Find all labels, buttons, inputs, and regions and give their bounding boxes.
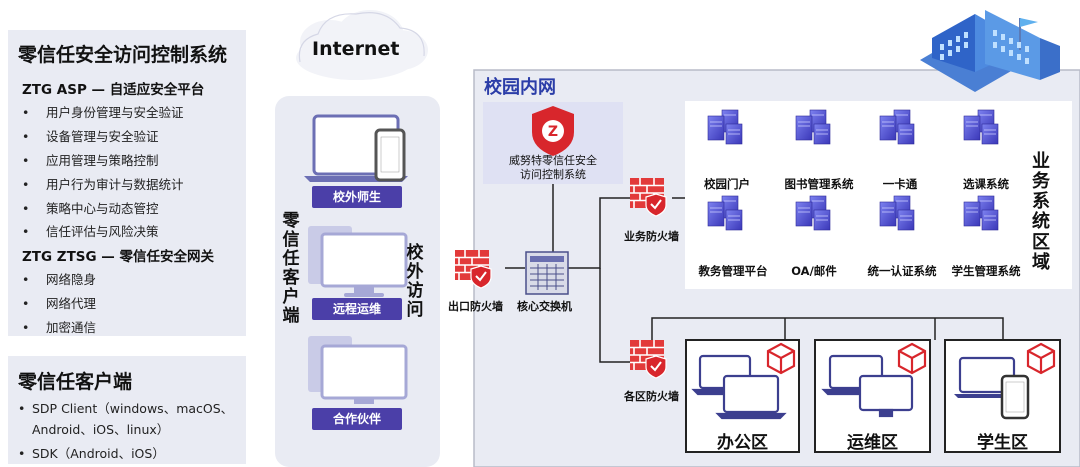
service-label: 选课系统: [963, 177, 1009, 191]
list-item: •设备管理与安全验证: [22, 129, 159, 144]
ztg-system-caption: 威努特零信任安全 访问控制系统: [509, 154, 597, 181]
exit-firewall-label: 出口防火墙: [448, 300, 503, 313]
list-item: •用户身份管理与安全验证: [22, 105, 184, 120]
service-label: 学生管理系统: [951, 264, 1021, 278]
asp-heading: ZTG ASP — 自适应安全平台: [22, 82, 205, 98]
cube-icon: [766, 342, 796, 375]
internet-cloud-icon: [296, 10, 428, 80]
list-item: •SDK（Android、iOS）: [18, 446, 165, 461]
internet-label: Internet: [312, 38, 400, 60]
business-zone-vertical-label: 业务系统区域: [1032, 151, 1050, 273]
office-zone-label: 办公区: [717, 433, 768, 453]
cube-icon: [1026, 342, 1056, 375]
list-item: •用户行为审计与数据统计: [22, 177, 184, 192]
client-panel: [8, 356, 246, 464]
ops-zone-label: 运维区: [847, 433, 898, 453]
list-item: •信任评估与风险决策: [22, 224, 159, 239]
zone-firewall-label: 各区防火墙: [624, 390, 679, 403]
laptop-icon: [691, 354, 787, 420]
list-item: •加密通信: [22, 320, 97, 335]
core-switch-icon: [525, 251, 569, 295]
building-icon: [920, 10, 1060, 92]
list-item-continued: Android、iOS、linux）: [32, 422, 170, 437]
exit-firewall-icon: [454, 249, 492, 289]
network-links: [505, 184, 1004, 363]
tag-remote-ops: 远程运维: [312, 298, 402, 320]
list-item: •网络代理: [22, 296, 97, 311]
list-item: •网络隐身: [22, 272, 97, 287]
tag-partners: 合作伙伴: [312, 408, 402, 430]
tag-offcampus-users: 校外师生: [312, 186, 402, 208]
laptop-icon: [821, 354, 914, 418]
list-item: •策略中心与动态管控: [22, 201, 159, 216]
service-label: 一卡通: [882, 177, 918, 191]
desktop-pc-icon: [308, 226, 408, 297]
cube-icon: [897, 342, 927, 375]
access-vertical-label: 校外访问: [406, 243, 424, 321]
service-label: 教务管理平台: [698, 264, 768, 278]
service-label: 校园门户: [704, 177, 750, 191]
campus-network-title: 校园内网: [484, 77, 556, 98]
list-item: •SDP Client（windows、macOS、: [18, 401, 234, 416]
ztg-system-panel: [8, 30, 246, 336]
ztg-shield-icon: Z: [532, 106, 574, 156]
svg-text:Z: Z: [548, 124, 558, 140]
desktop-pc-icon: [308, 336, 408, 404]
laptop-phone-icon: [304, 114, 408, 182]
client-panel-title: 零信任客户端: [18, 371, 133, 393]
service-label: 图书管理系统: [784, 177, 854, 191]
ztg-system-title: 零信任安全访问控制系统: [18, 44, 228, 66]
laptop-phone-icon: [954, 356, 1030, 420]
student-zone-label: 学生区: [977, 433, 1028, 453]
list-item: •应用管理与策略控制: [22, 153, 159, 168]
business-firewall-label: 业务防火墙: [624, 230, 679, 243]
client-vertical-label: 零信任客户端: [282, 211, 300, 327]
service-label: OA/邮件: [791, 264, 837, 278]
business-systems-area: [685, 101, 1072, 289]
ztsg-heading: ZTG ZTSG — 零信任安全网关: [22, 249, 214, 265]
core-switch-label: 核心交换机: [517, 300, 572, 313]
service-label: 统一认证系统: [867, 264, 937, 278]
